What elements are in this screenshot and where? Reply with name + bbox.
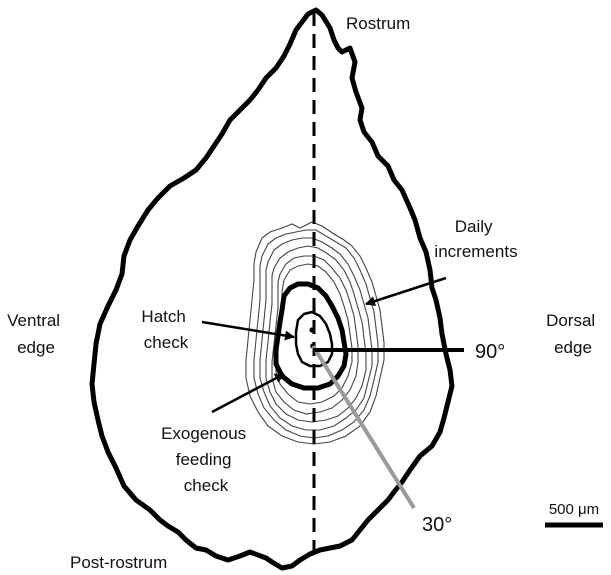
angle-90-label: 90° [475, 341, 505, 363]
scale-bar-label: 500 μm [549, 501, 599, 518]
rostrum-label: Rostrum [346, 14, 410, 33]
exogenous-feeding-check-arrow [212, 374, 284, 412]
scale-bar: 500 μm [545, 501, 603, 525]
angle-30-label: 30° [422, 514, 452, 536]
dorsal-edge-label: Dorsal edge [546, 311, 600, 357]
ventral-edge-label: Ventral edge [7, 311, 65, 357]
post-rostrum-label: Post-rostrum [70, 553, 167, 572]
hatch-check-label: Hatch check [141, 307, 190, 352]
exogenous-feeding-check-label: Exogenous feeding check [161, 424, 251, 495]
daily-increments-label: Daily increments [434, 217, 517, 261]
axis-30-degree [313, 346, 414, 508]
